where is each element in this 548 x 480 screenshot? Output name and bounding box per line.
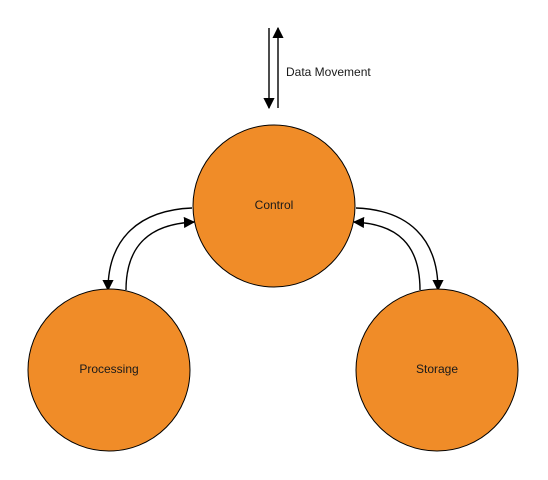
control-label: Control	[255, 198, 294, 212]
control-storage-connectors	[352, 207, 444, 292]
control-to-storage-arrow	[355, 207, 444, 292]
node-control: Control	[192, 124, 356, 288]
processing-label: Processing	[79, 362, 138, 376]
storage-label: Storage	[416, 362, 458, 376]
node-storage: Storage	[355, 288, 519, 452]
storage-circle	[355, 288, 519, 452]
control-to-processing-arrow	[102, 207, 193, 292]
control-processing-connectors	[102, 207, 196, 292]
node-processing: Processing	[27, 288, 191, 452]
storage-to-control-arrow	[352, 216, 421, 291]
processing-to-control-arrow	[125, 216, 196, 291]
control-circle	[192, 124, 356, 288]
data-movement-arrows: Data Movement	[263, 26, 371, 110]
processing-circle	[27, 288, 191, 452]
data-movement-label: Data Movement	[286, 65, 371, 79]
